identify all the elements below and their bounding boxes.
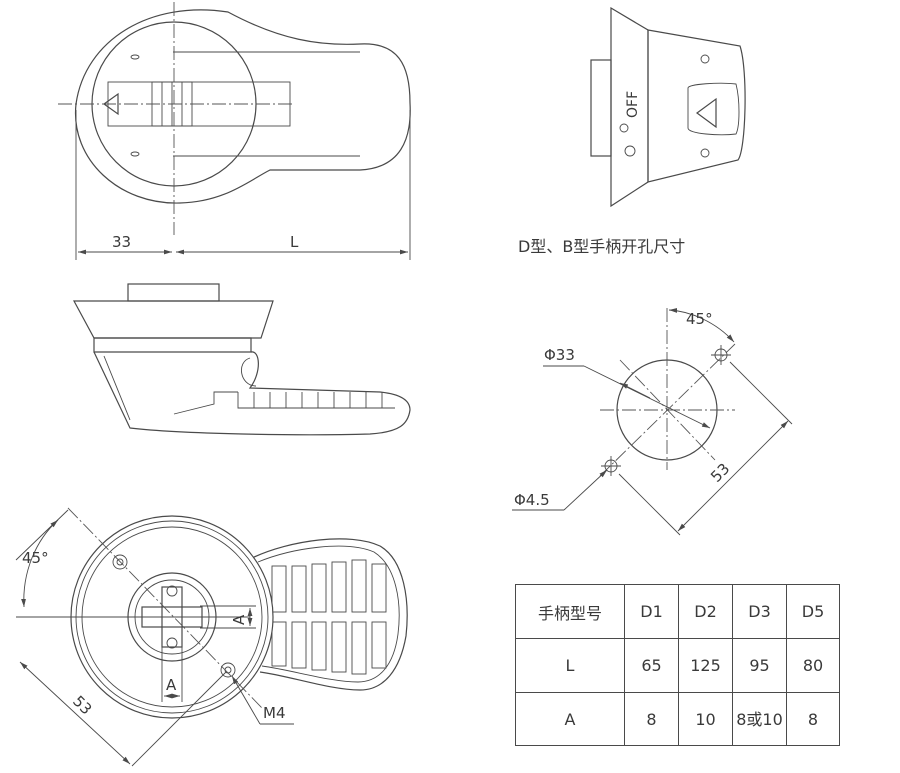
m4-label: M4 bbox=[263, 704, 286, 722]
table-cell: 10 bbox=[678, 692, 733, 746]
rear-view: 53 45° A A M4 bbox=[15, 507, 408, 767]
dim-a-horizontal-label: A bbox=[166, 676, 177, 694]
handle-spec-table: 手柄型号 D1 D2 D3 D5 L 65 125 95 80 A 8 10 8… bbox=[515, 584, 840, 746]
table-row: L 65 125 95 80 bbox=[515, 638, 840, 693]
table-cell: 手柄型号 bbox=[515, 584, 625, 639]
table-cell: D1 bbox=[624, 584, 679, 639]
side-view-off: OFF bbox=[590, 6, 746, 208]
table-cell: 95 bbox=[732, 638, 787, 693]
side-profile bbox=[72, 283, 411, 436]
dim-a-vertical-label: A bbox=[230, 614, 248, 625]
phi33-label: Φ33 bbox=[544, 346, 575, 364]
cutout-dimensions: 53 45° Φ33 Φ4.5 bbox=[512, 307, 793, 536]
dim-33-label: 33 bbox=[112, 233, 131, 251]
angle-left-label: 45° bbox=[22, 549, 49, 567]
dim-53-right-label: 53 bbox=[707, 460, 733, 486]
table-cell: D3 bbox=[732, 584, 787, 639]
table-cell: 125 bbox=[678, 638, 733, 693]
table-cell: 8 bbox=[624, 692, 679, 746]
table-cell: 8或10 bbox=[732, 692, 787, 746]
table-cell: L bbox=[515, 638, 625, 693]
cutout-caption: D型、B型手柄开孔尺寸 bbox=[518, 237, 686, 256]
phi45-label: Φ4.5 bbox=[514, 491, 550, 509]
table-cell: 8 bbox=[786, 692, 840, 746]
angle-top-label: 45° bbox=[686, 310, 713, 328]
table-cell: 80 bbox=[786, 638, 840, 693]
table-row: A 8 10 8或10 8 bbox=[515, 692, 840, 746]
table-cell: 65 bbox=[624, 638, 679, 693]
table-cell: A bbox=[515, 692, 625, 746]
dim-l-label: L bbox=[290, 233, 299, 251]
front-view-handle: 33 L bbox=[58, 2, 411, 260]
table-cell: D5 bbox=[786, 584, 840, 639]
table-cell: D2 bbox=[678, 584, 733, 639]
off-label: OFF bbox=[625, 91, 641, 118]
table-row: 手柄型号 D1 D2 D3 D5 bbox=[515, 584, 840, 639]
dim-53-left-label: 53 bbox=[69, 692, 95, 718]
